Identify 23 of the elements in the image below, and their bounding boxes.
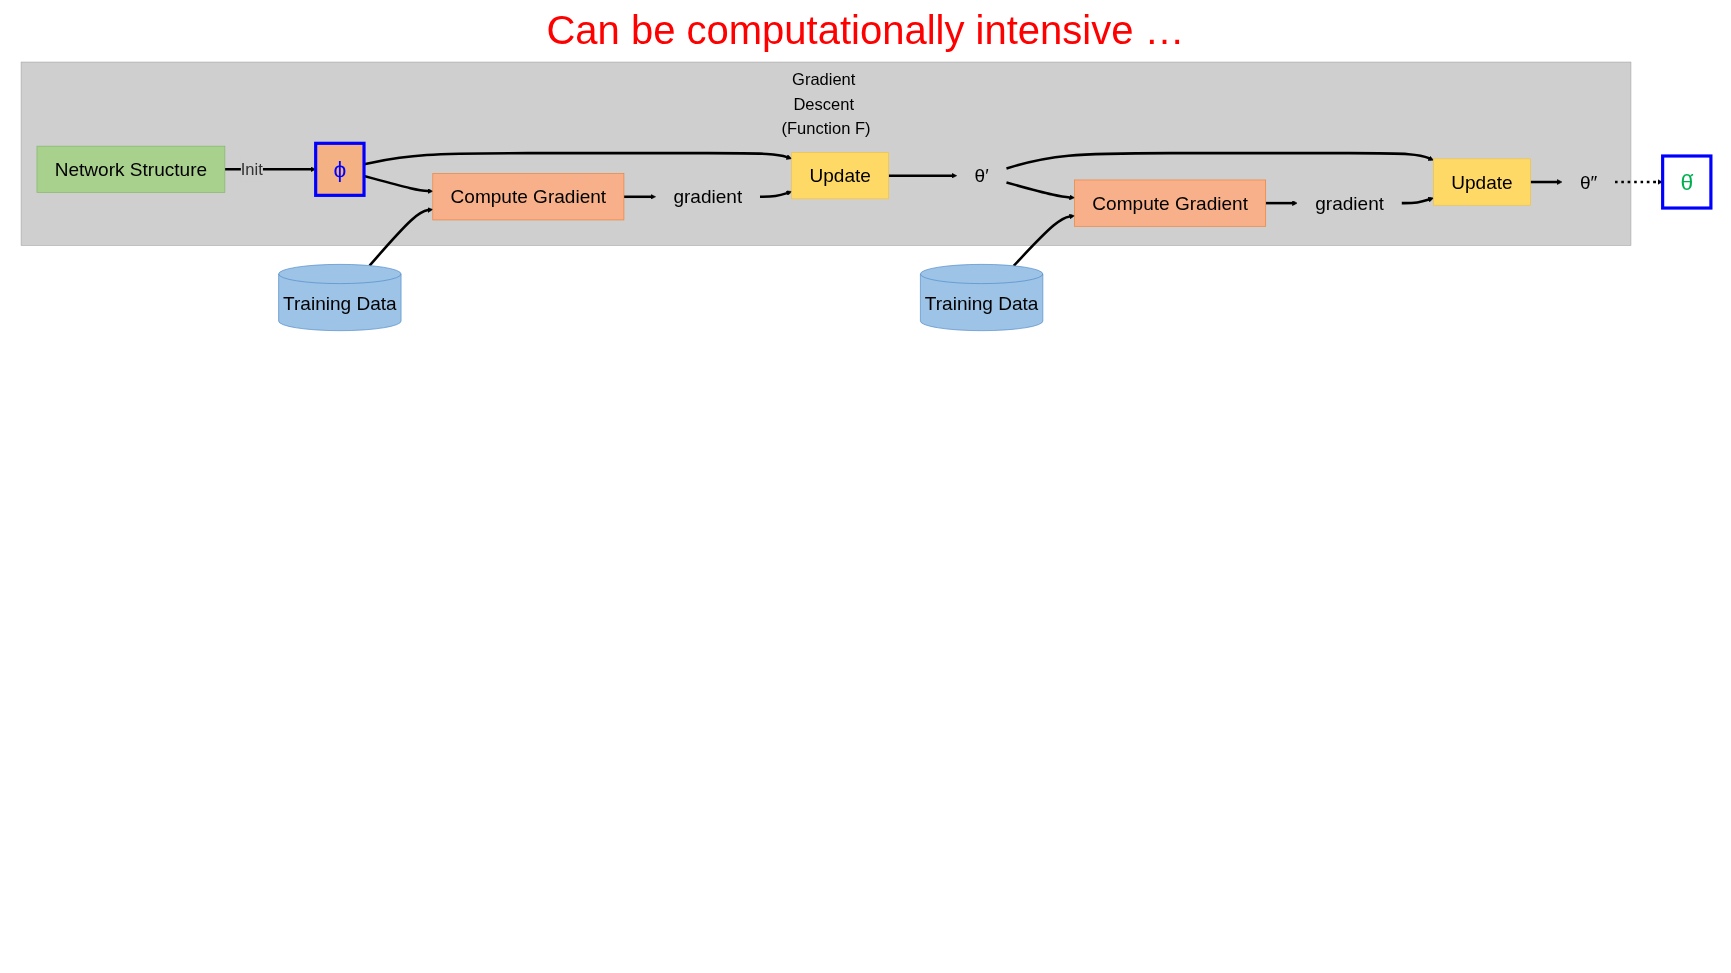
arrow xyxy=(759,190,792,199)
node-text: gradient xyxy=(1314,192,1384,214)
node-box: Update xyxy=(790,152,889,200)
node-box: θ̂ xyxy=(1660,154,1712,210)
node-box: Compute Gradient xyxy=(432,173,624,221)
arrow xyxy=(623,194,656,200)
node-text: θ″ xyxy=(1579,171,1597,193)
arrow xyxy=(888,172,957,179)
arrow xyxy=(1401,196,1434,205)
node-box: Network Structure xyxy=(36,145,225,193)
node-text: gradient xyxy=(672,186,742,208)
arrow xyxy=(1005,181,1075,201)
diagram-title: Can be computationally intensive … xyxy=(545,8,1186,53)
arrow xyxy=(1265,200,1298,206)
node-box: ϕ xyxy=(313,141,366,197)
node-text: θ′ xyxy=(974,165,989,187)
edge-label: Init xyxy=(240,159,263,179)
arrow xyxy=(368,207,433,267)
node-box: Update xyxy=(1432,158,1531,206)
arrow xyxy=(1012,213,1075,267)
arrow xyxy=(1529,179,1562,185)
node-box: Compute Gradient xyxy=(1073,179,1266,227)
arrow xyxy=(1005,151,1434,170)
